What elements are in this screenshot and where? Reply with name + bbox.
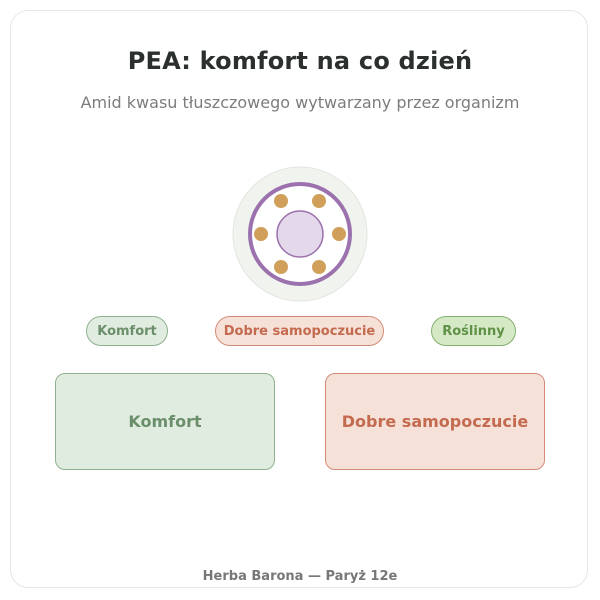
emblem-dot [332, 227, 346, 241]
panel-komfort: Komfort [55, 373, 275, 470]
panel-dobre-samopoczucie-label: Dobre samopoczucie [341, 412, 529, 431]
footer-brand: Herba Barona — Paryż 12e [202, 569, 398, 584]
tag-roslinny: Roślinny [431, 316, 516, 346]
molecule-ring-icon [232, 166, 368, 302]
emblem-dot [312, 194, 326, 208]
emblem-dot [254, 227, 268, 241]
emblem-dot [274, 260, 288, 274]
emblem-core [276, 210, 324, 258]
emblem-dot [312, 260, 326, 274]
tag-dobre-samopoczucie: Dobre samopoczucie [215, 316, 384, 346]
panel-dobre-samopoczucie: Dobre samopoczucie [325, 373, 545, 470]
emblem-dot [274, 194, 288, 208]
tag-komfort: Komfort [86, 316, 168, 346]
page-title: PEA: komfort na co dzień [127, 47, 473, 75]
panel-komfort-label: Komfort [128, 412, 202, 431]
page-subtitle: Amid kwasu tłuszczowego wytwarzany przez… [80, 93, 520, 112]
